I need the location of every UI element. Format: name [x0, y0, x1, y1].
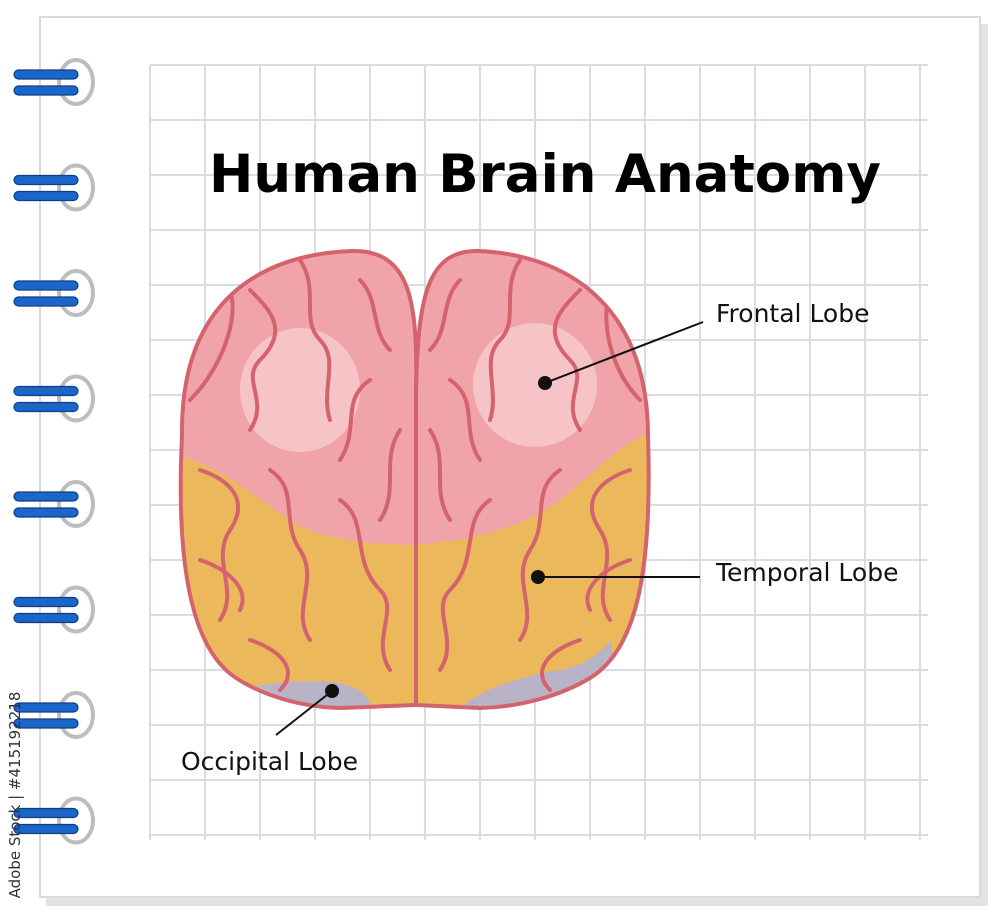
highlight	[240, 328, 360, 452]
ring-wire	[13, 190, 79, 202]
spiral-ring	[13, 374, 95, 423]
spiral-ring	[13, 163, 95, 212]
stock-watermark: Adobe Stock | #415192218	[4, 690, 26, 900]
occipital-lobe-leader	[275, 690, 333, 736]
gyri-left	[188, 258, 402, 692]
ring-wire	[13, 823, 79, 835]
spiral-binding	[13, 58, 95, 845]
watermark-text: Adobe Stock | #415192218	[6, 691, 24, 899]
right-hemisphere	[414, 248, 651, 711]
spiral-ring	[13, 269, 95, 317]
ring-wire	[13, 491, 79, 502]
frontal-lobe-label: Frontal Lobe	[716, 299, 869, 328]
spiral-ring	[13, 585, 95, 634]
brain-illustration	[178, 248, 651, 711]
spiral-ring	[13, 58, 95, 106]
ring-hole	[57, 58, 95, 106]
label-leaders	[275, 321, 704, 736]
ring-wire	[13, 702, 79, 713]
occipital-lobe-label: Occipital Lobe	[181, 747, 358, 776]
ring-hole	[57, 163, 95, 212]
ring-hole	[57, 480, 95, 528]
ring-hole	[57, 585, 95, 634]
ring-wire	[13, 280, 79, 291]
gyri-right	[428, 258, 642, 692]
spiral-ring	[13, 796, 95, 845]
right-hemisphere-outline	[414, 248, 651, 711]
ring-hole	[57, 374, 95, 423]
ring-wire	[13, 69, 79, 80]
ring-wire	[13, 507, 79, 518]
ring-wire	[13, 174, 79, 186]
ring-wire	[13, 596, 79, 608]
ring-hole	[57, 269, 95, 317]
spiral-ring	[13, 480, 95, 528]
ring-wire	[13, 807, 79, 819]
temporal-lobe-label: Temporal Lobe	[715, 558, 898, 587]
ring-wire	[13, 401, 79, 413]
spiral-ring	[13, 691, 95, 739]
ring-wire	[13, 612, 79, 624]
ring-wire	[13, 296, 79, 307]
left-hemisphere	[178, 248, 419, 711]
frontal-region-right	[416, 250, 649, 545]
ring-hole	[57, 796, 95, 845]
frontal-lobe-leader	[544, 321, 704, 384]
ring-wire	[13, 718, 79, 729]
ring-wire	[13, 85, 79, 96]
page-title: Human Brain Anatomy	[209, 144, 881, 205]
ring-wire	[13, 385, 79, 397]
ring-hole	[57, 691, 95, 739]
